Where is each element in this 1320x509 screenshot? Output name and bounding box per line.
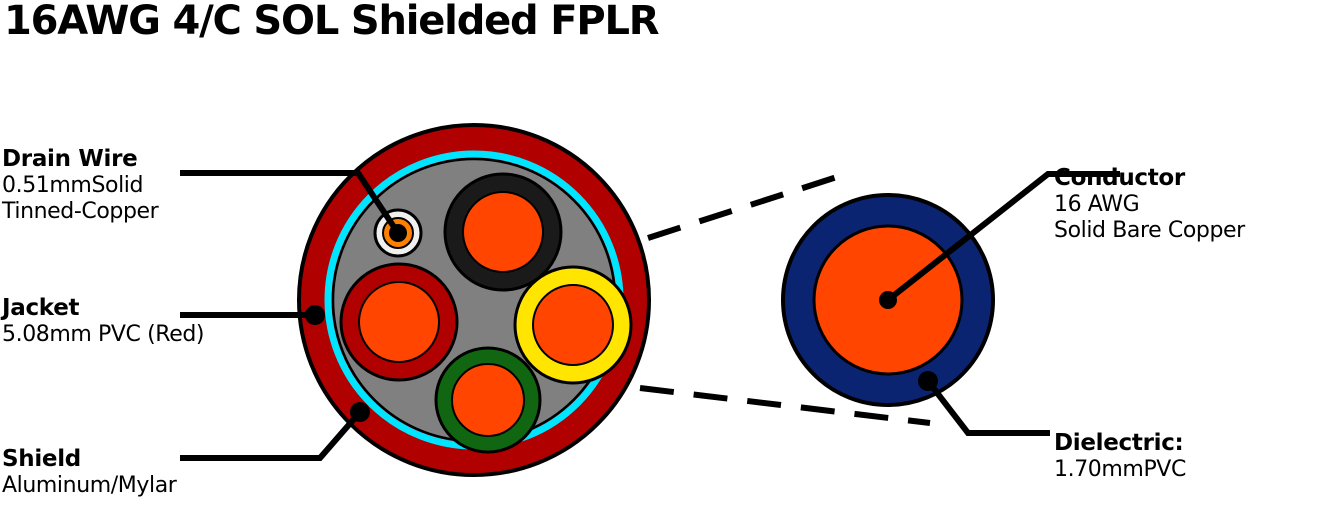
leader-conductor xyxy=(886,171,1120,303)
callout-shield-line1: Aluminum/Mylar xyxy=(2,473,177,498)
leader-dot-dielectric xyxy=(918,371,938,391)
leader-drain-wire xyxy=(180,170,401,235)
callout-jacket: Jacket 5.08mm PVC (Red) xyxy=(2,295,204,348)
conductor-green-core xyxy=(451,363,525,437)
magnify-dashed-leader-top xyxy=(647,173,841,241)
callout-dielectric: Dielectric: 1.70mmPVC xyxy=(1054,430,1186,483)
leader-shield xyxy=(180,410,363,461)
callout-shield-heading: Shield xyxy=(2,446,81,472)
leader-dot-shield xyxy=(350,402,370,422)
conductor-red xyxy=(339,262,459,382)
callout-drain-wire-line1: 0.51mmSolid xyxy=(2,173,144,198)
leader-dots xyxy=(305,224,938,422)
callout-shield: Shield Aluminum/Mylar xyxy=(2,446,177,499)
page-title: 16AWG 4/C SOL Shielded FPLR xyxy=(4,0,660,44)
conductor-black xyxy=(443,172,563,292)
conductor-black-core xyxy=(462,191,544,273)
callout-jacket-line1: 5.08mm PVC (Red) xyxy=(2,322,205,347)
leader-lines xyxy=(180,170,1120,461)
callout-conductor-line1: 16 AWG xyxy=(1054,192,1140,217)
leader-dielectric xyxy=(925,379,1050,436)
callout-dielectric-line1: 1.70mmPVC xyxy=(1054,457,1186,482)
callout-drain-wire-heading: Drain Wire xyxy=(2,146,138,172)
callout-conductor: Conductor 16 AWG Solid Bare Copper xyxy=(1054,165,1245,244)
leader-dot-conductor xyxy=(879,291,897,309)
magnify-dashed-leaders xyxy=(639,173,931,426)
conductor-red-core xyxy=(358,281,440,363)
callout-drain-wire: Drain Wire 0.51mmSolid Tinned-Copper xyxy=(2,146,159,225)
conductor-yellow xyxy=(513,265,633,385)
callout-drain-wire-line2: Tinned-Copper xyxy=(2,199,159,224)
callout-jacket-heading: Jacket xyxy=(2,295,80,321)
conductor-green xyxy=(434,346,542,454)
leader-dot-drain-wire xyxy=(389,224,407,242)
callout-dielectric-heading: Dielectric: xyxy=(1054,430,1184,456)
conductor-yellow-core xyxy=(532,284,614,366)
magnify-dashed-leader-bottom xyxy=(639,385,931,426)
callout-conductor-heading: Conductor xyxy=(1054,165,1185,191)
callout-conductor-line2: Solid Bare Copper xyxy=(1054,218,1245,243)
leader-dot-jacket xyxy=(305,305,325,325)
